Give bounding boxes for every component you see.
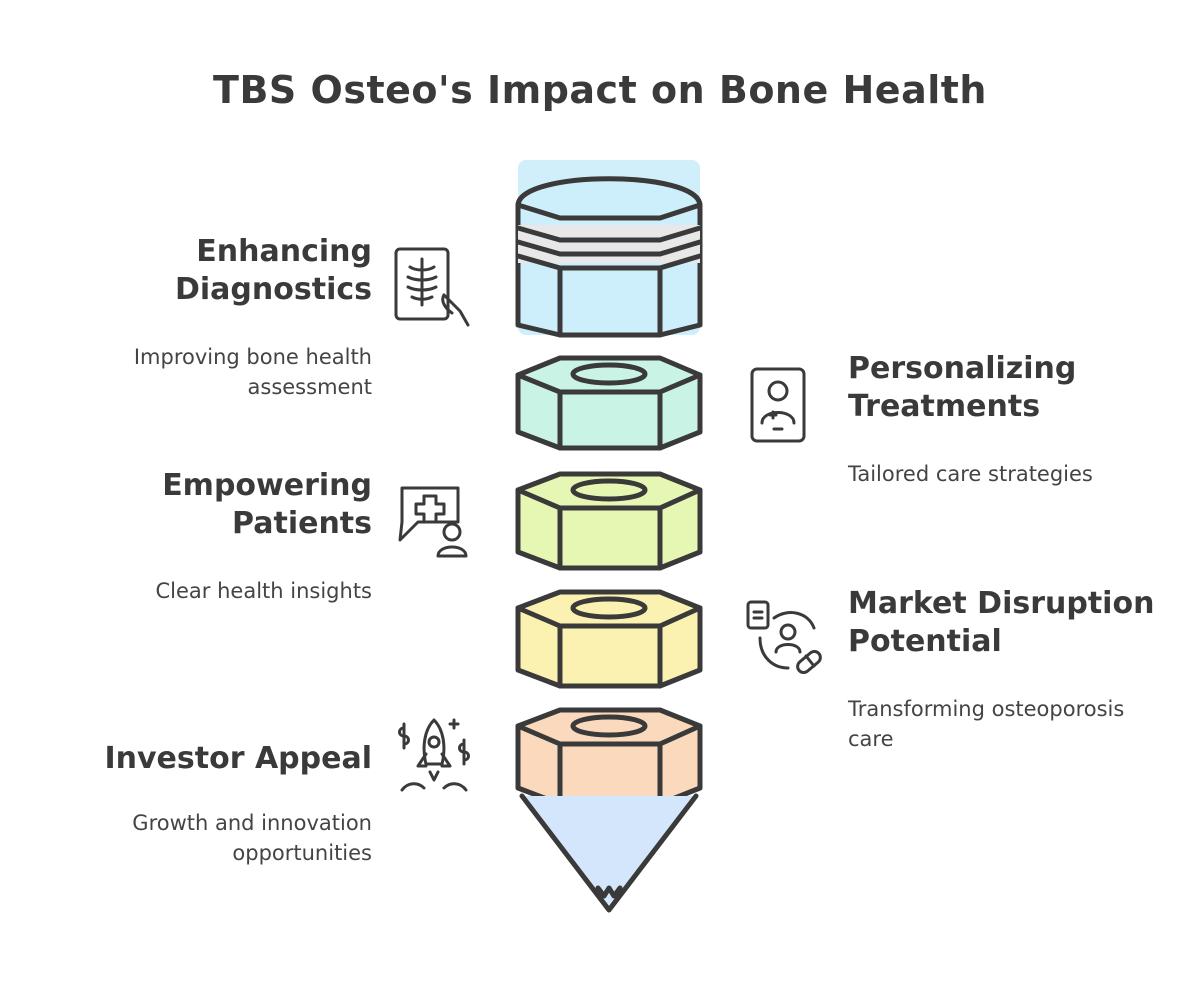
item-enhancing-diagnostics: Enhancing Diagnostics Improving bone hea…	[60, 233, 372, 402]
patient-cycle-icon	[746, 600, 822, 674]
item-empowering-patients: Empowering Patients Clear health insight…	[60, 467, 372, 606]
nut-segment-2	[515, 471, 703, 571]
item-heading: Market Disruption Potential	[848, 586, 1155, 659]
page-title: TBS Osteo's Impact on Bone Health	[213, 68, 987, 112]
item-heading: Investor Appeal	[104, 741, 372, 776]
doctor-card-icon	[750, 367, 806, 443]
item-heading: Empowering Patients	[162, 468, 372, 541]
nut-segment-3	[515, 589, 703, 689]
item-heading: Personalizing Treatments	[848, 351, 1077, 424]
item-personalizing-treatments: Personalizing Treatments Tailored care s…	[848, 350, 1178, 489]
rocket-icon	[398, 718, 470, 792]
tip-segment	[519, 793, 699, 913]
item-market-disruption: Market Disruption Potential Transforming…	[848, 585, 1178, 754]
patient-chat-icon	[398, 486, 468, 558]
item-description: Tailored care strategies	[848, 462, 1093, 486]
nut-segment-4	[515, 707, 703, 807]
xray-icon	[394, 247, 470, 327]
item-description: Growth and innovation opportunities	[132, 811, 372, 865]
item-description: Improving bone health assessment	[133, 345, 372, 399]
item-investor-appeal: Investor Appeal Growth and innovation op…	[40, 740, 372, 868]
nut-segment-1	[515, 355, 703, 451]
cap-segment	[515, 160, 703, 338]
item-description: Clear health insights	[155, 579, 372, 603]
item-description: Transforming osteoporosis care	[848, 697, 1125, 751]
item-heading: Enhancing Diagnostics	[175, 234, 372, 307]
